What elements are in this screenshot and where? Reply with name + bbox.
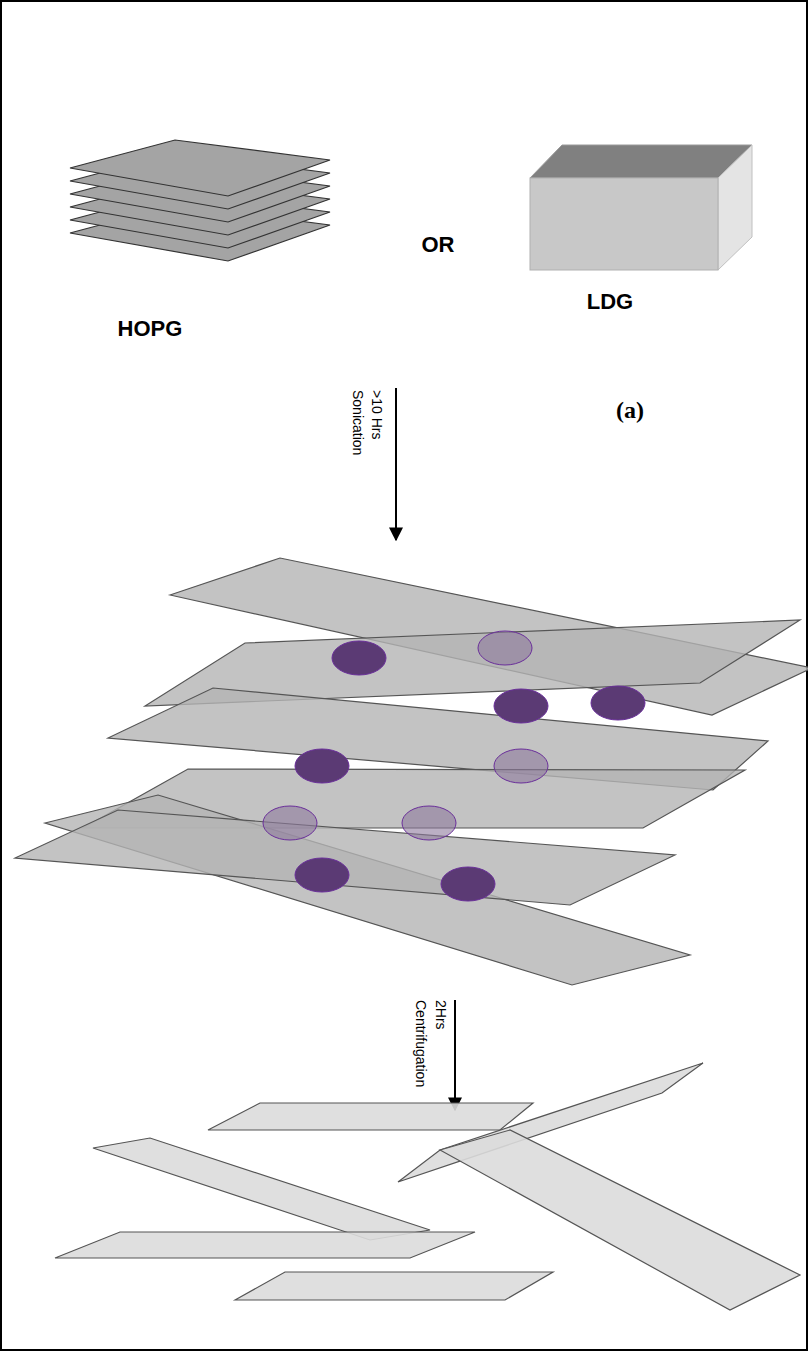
- graphite-block: [530, 145, 752, 270]
- step-label: Centrifugation: [414, 1000, 428, 1087]
- graphene-flakes: [55, 1063, 800, 1310]
- panel-label: (a): [616, 398, 644, 422]
- graphene-flake: [235, 1272, 553, 1300]
- graphene-flake: [55, 1232, 475, 1258]
- molecule: [494, 689, 548, 723]
- graphene-flake: [208, 1103, 533, 1130]
- process-arrow: [395, 388, 397, 540]
- molecule: [295, 749, 349, 783]
- graphite-layer: [70, 140, 330, 196]
- material-label: LDG: [587, 291, 633, 313]
- step-label: Sonication: [351, 390, 365, 455]
- molecule: [591, 686, 645, 720]
- molecule: [494, 749, 548, 783]
- exfoliated-sheets: [15, 558, 808, 985]
- molecule: [332, 641, 386, 675]
- molecule: [478, 631, 532, 665]
- molecule: [441, 867, 495, 901]
- molecule: [263, 806, 317, 840]
- graphite-stack: [70, 140, 330, 261]
- graphene-sheet: [15, 810, 675, 905]
- molecule: [295, 858, 349, 892]
- duration-label: 2Hrs: [434, 1000, 448, 1030]
- duration-label: >10 Hrs: [370, 390, 384, 439]
- connector-word: OR: [422, 234, 455, 256]
- process-arrow: [454, 1000, 456, 1110]
- material-label: HOPG: [118, 318, 183, 340]
- graphene-flake: [93, 1138, 430, 1240]
- molecule: [402, 806, 456, 840]
